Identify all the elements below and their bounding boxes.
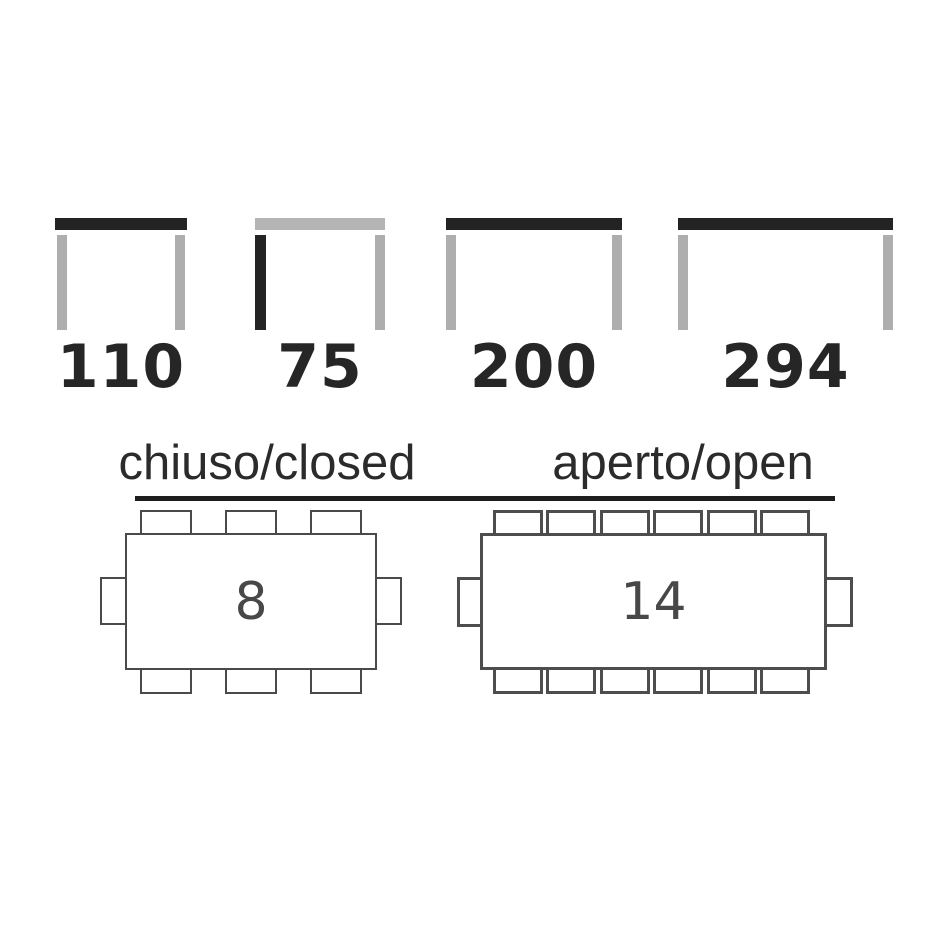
closed-section-label: chiuso/closed <box>118 436 416 490</box>
tabletop-bar <box>678 218 893 230</box>
side-view-width-294: 294 <box>678 218 893 408</box>
dimension-value: 200 <box>469 332 599 402</box>
tabletop-bar <box>55 218 187 230</box>
dimension-value: 110 <box>56 332 186 402</box>
table-leg-right <box>375 235 385 330</box>
open-section-label: aperto/open <box>552 436 814 490</box>
table-leg-left-highlighted <box>255 235 266 330</box>
closed-table-top-view: 8 <box>125 533 377 670</box>
table-leg-right <box>175 235 185 330</box>
side-view-width-110: 110 <box>55 218 187 408</box>
table-leg-left <box>446 235 456 330</box>
side-view-width-200: 200 <box>446 218 622 408</box>
seat-count-open: 14 <box>620 571 687 632</box>
table-leg-left <box>57 235 67 330</box>
tabletop-bar <box>255 218 385 230</box>
open-table-top-view: 14 <box>480 533 827 670</box>
dimension-value: 294 <box>721 332 850 402</box>
dimension-value: 75 <box>277 332 363 402</box>
table-leg-left <box>678 235 688 330</box>
tabletop-bar <box>446 218 622 230</box>
table-leg-right <box>883 235 893 330</box>
side-view-height-75: 75 <box>255 218 385 408</box>
chair-right <box>823 577 853 627</box>
table-leg-right <box>612 235 622 330</box>
seat-count-closed: 8 <box>234 571 268 632</box>
divider-line <box>135 496 835 501</box>
